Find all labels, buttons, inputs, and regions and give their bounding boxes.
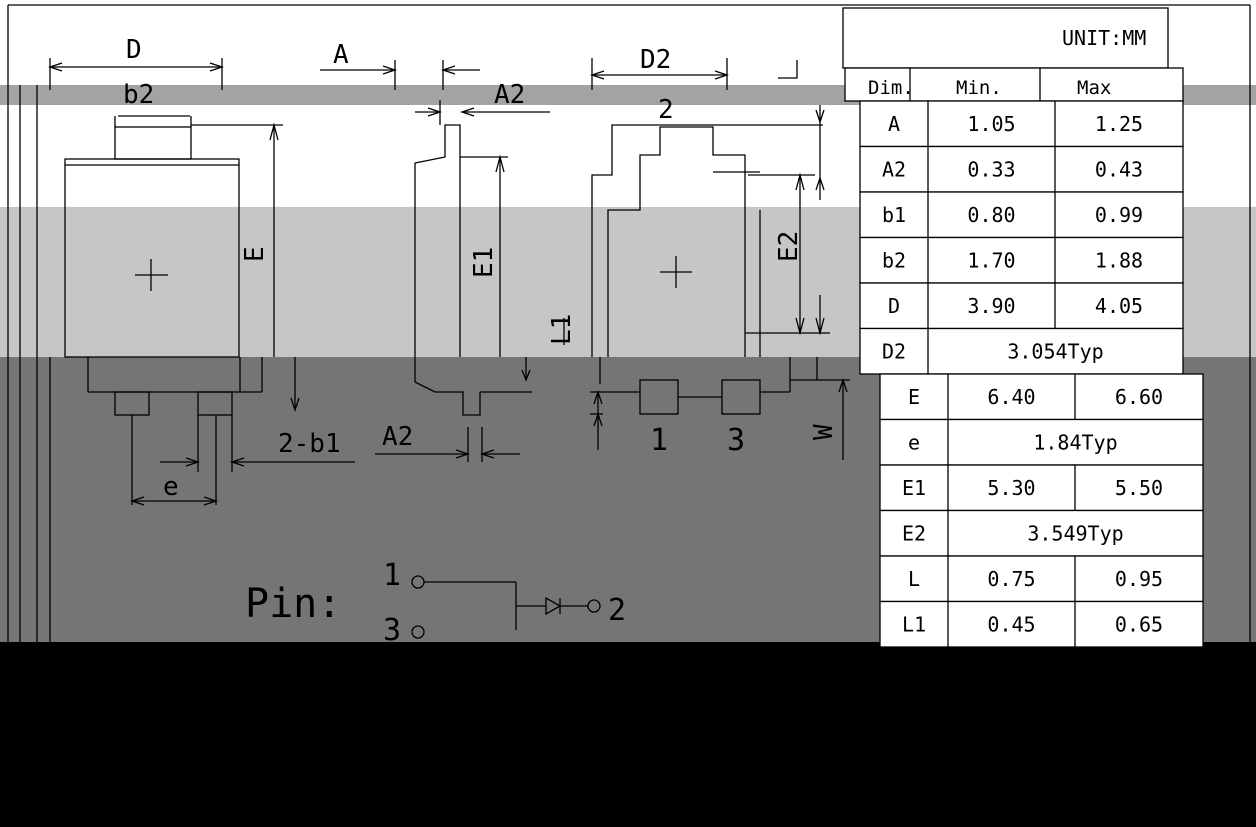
- table-cell-dim: L1: [902, 613, 926, 637]
- table-cell-min: 6.40: [987, 385, 1035, 409]
- table-title-box: [842, 7, 1169, 69]
- table-row: [879, 509, 1204, 557]
- pin-diag-1: 1: [383, 558, 401, 593]
- label-W: W: [809, 424, 839, 440]
- table-header-cell: Max: [1077, 77, 1111, 99]
- table-header-cell: Dim.: [868, 77, 914, 99]
- table-cell-min: 5.30: [987, 476, 1035, 500]
- label-E1: E1: [469, 247, 499, 278]
- unit-label: UNIT:MM: [1062, 26, 1146, 50]
- label-b2: b2: [123, 80, 154, 110]
- outer-frame: [7, 4, 1251, 642]
- table-cell-max: 1.25: [1095, 112, 1143, 136]
- table-row: [879, 555, 1204, 603]
- label-D2: D2: [640, 45, 671, 75]
- table-cell-dim: D2: [882, 340, 906, 364]
- table-header-cell: Min.: [956, 77, 1002, 99]
- table-cell-dim: E2: [902, 522, 926, 546]
- table-cell-max: 0.99: [1095, 203, 1143, 227]
- table-cell-max: 4.05: [1095, 294, 1143, 318]
- table-header-row: [844, 67, 1184, 102]
- drawing-labels: D A D2 b2 A2 2 E E1 E2 L1 2-b1 A2 e 1 3 …: [123, 35, 839, 648]
- table-row: [859, 145, 1184, 193]
- table-cell-typ: 1.84Typ: [1033, 431, 1117, 455]
- label-D: D: [126, 35, 142, 65]
- label-A: A: [333, 40, 349, 70]
- pin-diag-2: 2: [608, 593, 626, 628]
- table-cell-max: 0.65: [1115, 613, 1163, 637]
- table-cell-max: 0.95: [1115, 567, 1163, 591]
- table-cell-dim: b1: [882, 203, 906, 227]
- front-view: [47, 58, 355, 506]
- table-cell-max: 6.60: [1115, 385, 1163, 409]
- table-cell-dim: A2: [882, 158, 906, 182]
- table-cell-dim: e: [908, 431, 920, 455]
- label-pin3: 3: [727, 423, 745, 458]
- table-cell-dim: E: [908, 385, 920, 409]
- table-cell-max: 5.50: [1115, 476, 1163, 500]
- table-cell-dim: E1: [902, 476, 926, 500]
- table-row: [879, 464, 1204, 512]
- top-view: [589, 58, 850, 460]
- side-view: [320, 60, 565, 462]
- label-b1: 2-b1: [278, 429, 341, 459]
- table-row: [879, 418, 1204, 466]
- table-cell-max: 1.88: [1095, 249, 1143, 273]
- table-cell-min: 1.05: [967, 112, 1015, 136]
- table-row: [859, 236, 1184, 284]
- table-cell-max: 0.43: [1095, 158, 1143, 182]
- table-cell-dim: b2: [882, 249, 906, 273]
- table-cell-typ: 3.549Typ: [1027, 522, 1123, 546]
- table-row: [859, 100, 1184, 148]
- label-E: E: [240, 246, 270, 262]
- table-cell-min: 0.80: [967, 203, 1015, 227]
- table-cell-typ: 3.054Typ: [1007, 340, 1103, 364]
- table-row: [859, 327, 1184, 375]
- label-A2-bottom: A2: [382, 422, 413, 452]
- table-row: [879, 373, 1204, 421]
- table-row: [879, 600, 1204, 648]
- label-E2: E2: [774, 231, 804, 262]
- label-A2-top: A2: [494, 80, 525, 110]
- pin-diag-3: 3: [383, 613, 401, 648]
- pin-diagram: [411, 575, 601, 639]
- table-cell-min: 3.90: [967, 294, 1015, 318]
- table-cell-min: 0.33: [967, 158, 1015, 182]
- table-cell-dim: L: [908, 567, 920, 591]
- label-e: e: [163, 472, 179, 502]
- table-cell-min: 1.70: [967, 249, 1015, 273]
- label-pin2-top: 2: [658, 95, 674, 125]
- table-cell-dim: D: [888, 294, 900, 318]
- table-cell-dim: A: [888, 112, 900, 136]
- label-pin1: 1: [650, 423, 668, 458]
- table-row: [859, 191, 1184, 239]
- pin-title: Pin:: [245, 581, 341, 627]
- table-cell-min: 0.75: [987, 567, 1035, 591]
- table-cell-min: 0.45: [987, 613, 1035, 637]
- label-L1: L1: [547, 314, 577, 345]
- band-bottom: [0, 642, 1256, 827]
